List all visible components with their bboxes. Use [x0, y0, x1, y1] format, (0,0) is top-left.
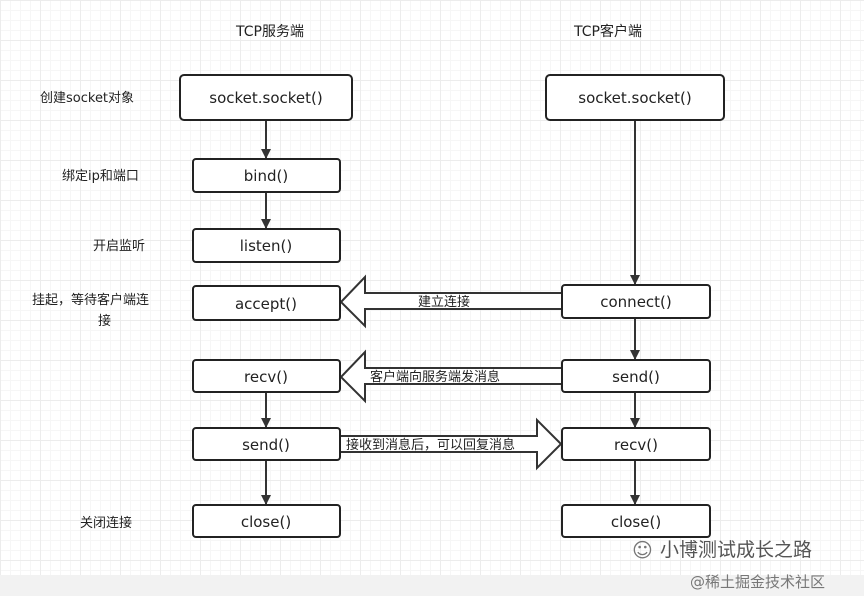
block-arrow-server-reply — [339, 417, 563, 471]
server-title: TCP服务端 — [235, 24, 304, 40]
arrow-label-connect: 建立连接 — [418, 294, 470, 310]
server-socket-label: socket.socket() — [209, 89, 322, 107]
client-socket-label: socket.socket() — [578, 89, 691, 107]
server-close-label: close() — [241, 513, 291, 531]
server-bind-label: bind() — [244, 167, 288, 185]
server-send-label: send() — [242, 436, 290, 454]
server-accept-label: accept() — [235, 295, 297, 313]
step-bind-label: 绑定ip和端口 — [62, 169, 139, 184]
server-socket-box: socket.socket() — [179, 74, 353, 121]
arrow-label-server-reply: 接收到消息后，可以回复消息 — [346, 437, 515, 453]
arrow-label-client-send: 客户端向服务端发消息 — [370, 369, 500, 385]
step-create-label: 创建socket对象 — [40, 91, 134, 106]
bottom-strip — [0, 575, 864, 596]
step-close-label: 关闭连接 — [80, 515, 132, 531]
watermark-main: 小博测试成长之路 — [660, 539, 813, 561]
client-send-box: send() — [561, 359, 711, 393]
server-accept-box: accept() — [192, 285, 341, 321]
server-listen-box: listen() — [192, 228, 341, 263]
server-listen-label: listen() — [240, 237, 292, 255]
client-recv-box: recv() — [561, 427, 711, 461]
watermark-sub: @稀土掘金技术社区 — [690, 573, 826, 591]
step-accept-label: 挂起，等待客户端连 — [32, 292, 149, 308]
step-listen-label: 开启监听 — [93, 239, 145, 254]
server-close-box: close() — [192, 504, 341, 538]
server-bind-box: bind() — [192, 158, 341, 193]
client-close-box: close() — [561, 504, 711, 538]
server-send-box: send() — [192, 427, 341, 461]
server-recv-label: recv() — [244, 368, 288, 386]
block-arrow-connect — [339, 274, 563, 329]
wechat-icon: ☺ — [632, 538, 653, 562]
client-close-label: close() — [611, 513, 661, 531]
client-send-label: send() — [612, 368, 660, 386]
step-accept-label-cont: 接 — [98, 313, 111, 329]
client-title: TCP客户端 — [573, 23, 642, 40]
server-recv-box: recv() — [192, 359, 341, 393]
client-socket-box: socket.socket() — [545, 74, 725, 121]
client-connect-label: connect() — [600, 293, 672, 311]
client-recv-label: recv() — [614, 436, 658, 454]
block-arrow-client-send — [339, 349, 563, 404]
client-connect-box: connect() — [561, 284, 711, 319]
